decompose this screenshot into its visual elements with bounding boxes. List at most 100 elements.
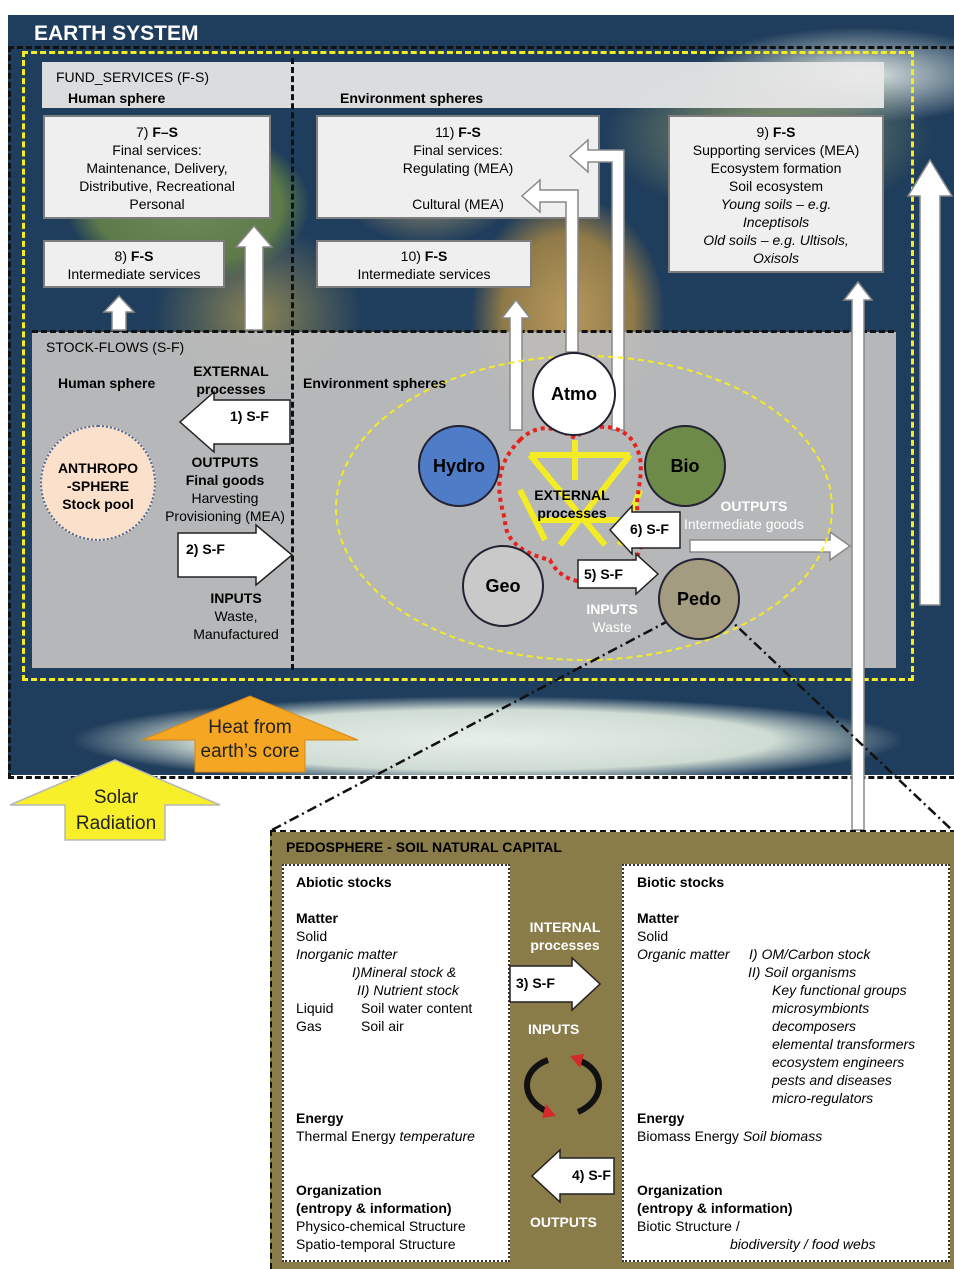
heat-line1: Heat from [208, 717, 292, 738]
atmo-sphere: Atmo [532, 352, 616, 436]
abiotic-liquid-value: Soil water content [361, 1000, 473, 1016]
center-processes-line1: EXTERNAL [534, 487, 610, 503]
solar-line1: Solar [93, 787, 139, 808]
stock-flows-heading: STOCK-FLOWS (S-F) [46, 339, 185, 355]
box11-line3: Cultural (MEA) [412, 196, 504, 212]
biotic-om: I) OM/Carbon stock [749, 946, 871, 962]
center-processes-line2: processes [537, 505, 607, 521]
biotic-solid: Solid [637, 928, 669, 944]
biotic-stocks-box [622, 864, 950, 1262]
sf-5-label: 5) S-F [584, 566, 623, 582]
solar-label: Solar Radiation [66, 785, 166, 837]
arrow-to-cultural [520, 178, 579, 353]
fund-human-sphere-label: Human sphere [68, 90, 166, 106]
env-inputs-line1: INPUTS [586, 601, 638, 617]
anthroposphere-label: ANTHROPO -SPHERE Stock pool [46, 459, 150, 513]
bio-sphere: Bio [644, 425, 726, 507]
box-7-final-services: 7) F–S Final services: Maintenance, Deli… [43, 115, 271, 219]
supply-chain-arrow [906, 158, 954, 606]
box8-num: 8) [114, 248, 131, 264]
env-outputs-line1: OUTPUTS [720, 498, 788, 514]
box9-line7: Oxisols [753, 250, 799, 266]
abiotic-gas: Gas [296, 1018, 322, 1034]
abiotic-thermal-italic: temperature [399, 1128, 475, 1144]
abiotic-physico: Physico-chemical Structure [296, 1218, 466, 1234]
biotic-list-3: elemental transformers [772, 1036, 916, 1052]
biotic-biomass-italic: Soil biomass [742, 1128, 823, 1144]
biotic-list-1: microsymbionts [772, 1000, 870, 1016]
abiotic-energy: Energy [296, 1110, 344, 1126]
sf-1-label: 1) S-F [230, 408, 269, 424]
sf-external-processes-label: EXTERNAL processes [188, 362, 274, 398]
sf-inputs-label: INPUTS Waste, Manufactured [186, 589, 286, 643]
box11-num: 11) [435, 124, 459, 140]
box10-num: 10) [400, 248, 425, 264]
abiotic-title: Abiotic stocks [296, 874, 392, 890]
box9-line3: Soil ecosystem [728, 178, 824, 194]
pedosphere-frame [270, 830, 954, 1269]
arrow-sf-4 [530, 1148, 615, 1204]
pedo-sphere: Pedo [658, 558, 740, 640]
human-environment-divider [291, 58, 294, 670]
zoom-line-right [724, 614, 953, 831]
box-11-final-services: 11) F-S Final services: Regulating (MEA)… [316, 115, 600, 219]
sf-outputs-label: OUTPUTS Final goods Harvesting Provision… [158, 453, 292, 525]
abiotic-stocks-box [282, 864, 510, 1262]
abiotic-liquid: Liquid [296, 1000, 334, 1016]
sf-outputs-line3: Harvesting [191, 490, 259, 506]
cycle-arrow-right [576, 1057, 602, 1115]
abiotic-organization: Organization [296, 1182, 382, 1198]
env-outputs-line2: Intermediate goods [684, 516, 804, 532]
biotic-list-4: ecosystem engineers [772, 1054, 905, 1070]
internal-line1: INTERNAL [529, 919, 601, 935]
pedo-label: Pedo [676, 588, 721, 609]
biotic-entropy: (entropy & information) [637, 1200, 793, 1216]
box7-line1: Final services: [112, 142, 202, 158]
internal-processes-label: INTERNAL processes [520, 918, 610, 954]
sf-external-line1: EXTERNAL [193, 363, 269, 379]
box9-line2: Ecosystem formation [710, 160, 842, 176]
sf-inputs-line3: Manufactured [193, 626, 279, 642]
box8-fs: F-S [130, 248, 154, 264]
abiotic-mineral: I)Mineral stock & [352, 964, 457, 980]
arrow-to-box-10 [500, 298, 532, 431]
biotic-biodiversity: biodiversity / food webs [730, 1236, 876, 1252]
box-10-intermediate-services: 10) F-S Intermediate services [316, 240, 532, 288]
solar-arrow [9, 759, 221, 841]
solar-line2: Radiation [75, 813, 157, 834]
atmo-label: Atmo [551, 383, 597, 404]
fund-environment-spheres-label: Environment spheres [340, 90, 484, 106]
biotic-organization: Organization [637, 1182, 723, 1198]
env-inputs-line2: Waste [592, 619, 632, 635]
earth-boundary-frame [22, 51, 914, 681]
biotic-biomass-text: Biomass Energy [637, 1128, 739, 1144]
arrow-sf-2 [177, 523, 294, 587]
sf-4-label: 4) S-F [572, 1167, 611, 1183]
arrow-sf-3 [509, 956, 602, 1012]
cycle-head-left [542, 1104, 556, 1118]
zoom-line-left [271, 618, 671, 832]
earth-system-frame [8, 46, 954, 779]
abiotic-matter: Matter [296, 910, 339, 926]
sf-outputs-line2: Final goods [185, 472, 265, 488]
box9-fs: F-S [772, 124, 796, 140]
env-outputs-label: OUTPUTS Intermediate goods [684, 497, 824, 533]
pedo-outputs-label: OUTPUTS [530, 1214, 597, 1230]
sf-6-label: 6) S-F [630, 521, 669, 537]
box10-line1: Intermediate services [357, 266, 491, 282]
biotic-title: Biotic stocks [637, 874, 725, 890]
arrow-sf-1 [178, 390, 291, 454]
box9-line6: Old soils – e.g. Ultisols, [703, 232, 849, 248]
cycle-arrow-left [524, 1057, 550, 1115]
biotic-biomass: Biomass Energy Soil biomass [637, 1127, 822, 1145]
abiotic-inorganic: Inorganic matter [296, 946, 398, 962]
abiotic-solid: Solid [296, 928, 328, 944]
abiotic-spatio: Spatio-temporal Structure [296, 1236, 456, 1252]
arrow-to-regulating [568, 138, 625, 431]
heat-label: Heat from earth’s core [196, 716, 304, 764]
sf-2-label: 2) S-F [186, 541, 225, 557]
stock-flows-top-divider [32, 330, 894, 333]
abiotic-nutrient: II) Nutrient stock [357, 982, 459, 998]
biotic-structure: Biotic Structure / [637, 1218, 740, 1234]
